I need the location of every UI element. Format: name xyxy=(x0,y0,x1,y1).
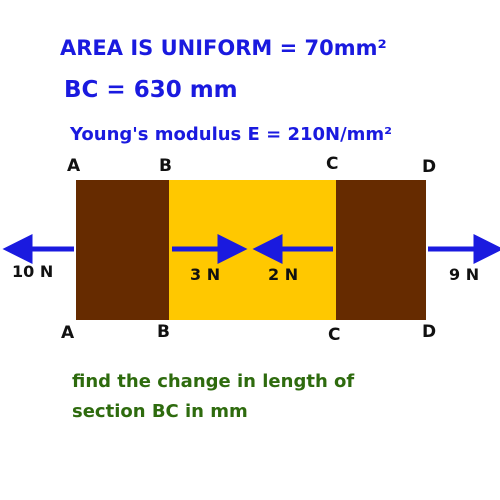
bc-length-statement: BC = 630 mm xyxy=(64,77,238,103)
point-label-d-bottom: D xyxy=(422,322,437,342)
area-statement: AREA IS UNIFORM = 70mm² xyxy=(60,36,387,60)
youngs-modulus-statement: Young's modulus E = 210N/mm² xyxy=(70,124,393,145)
section-cd xyxy=(336,180,426,320)
point-label-a-top: A xyxy=(67,156,81,176)
point-label-d-top: D xyxy=(422,157,437,177)
point-label-c-top: C xyxy=(326,154,339,174)
force-label-right-end: 9 N xyxy=(449,265,480,284)
section-ab xyxy=(76,180,169,320)
point-label-c-bottom: C xyxy=(328,325,341,345)
point-label-a-bottom: A xyxy=(61,323,75,343)
point-label-b-bottom: B xyxy=(157,322,170,342)
force-label-at-c: 2 N xyxy=(268,265,299,284)
question-line-1: find the change in length of xyxy=(72,371,355,392)
point-label-b-top: B xyxy=(159,156,172,176)
force-label-left-end: 10 N xyxy=(12,262,54,281)
force-label-at-b: 3 N xyxy=(190,265,221,284)
question-line-2: section BC in mm xyxy=(72,401,248,422)
